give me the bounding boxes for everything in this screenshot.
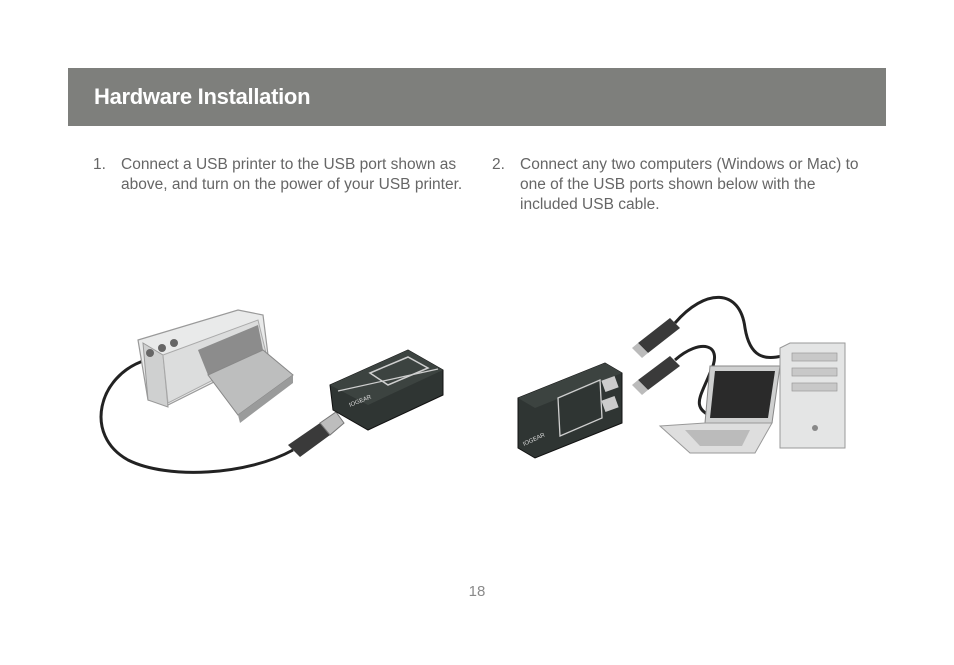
usb-plug-icon — [632, 318, 680, 358]
desktop-tower-icon — [779, 342, 846, 449]
step-text: Connect a USB printer to the USB port sh… — [121, 156, 463, 193]
section-title: Hardware Installation — [94, 84, 311, 109]
usb-device-icon: IOGEAR — [329, 349, 444, 431]
page-number: 18 — [468, 583, 486, 600]
usb-cable — [673, 295, 783, 360]
printer-icon — [137, 309, 294, 423]
computers-connection-illustration: IOGEAR — [517, 295, 846, 459]
usb-plug-icon — [632, 356, 680, 395]
step-number: 2. — [492, 156, 505, 173]
laptop-icon — [658, 365, 781, 454]
section-header: Hardware Installation — [68, 68, 886, 126]
usb-device-icon: IOGEAR — [517, 362, 623, 459]
step-text: Connect any two computers (Windows or Ma… — [520, 156, 859, 213]
usb-plug-icon — [288, 411, 345, 457]
printer-connection-illustration: IOGEAR — [99, 309, 444, 474]
usb-cable — [99, 358, 294, 474]
step-number: 1. — [93, 156, 106, 173]
